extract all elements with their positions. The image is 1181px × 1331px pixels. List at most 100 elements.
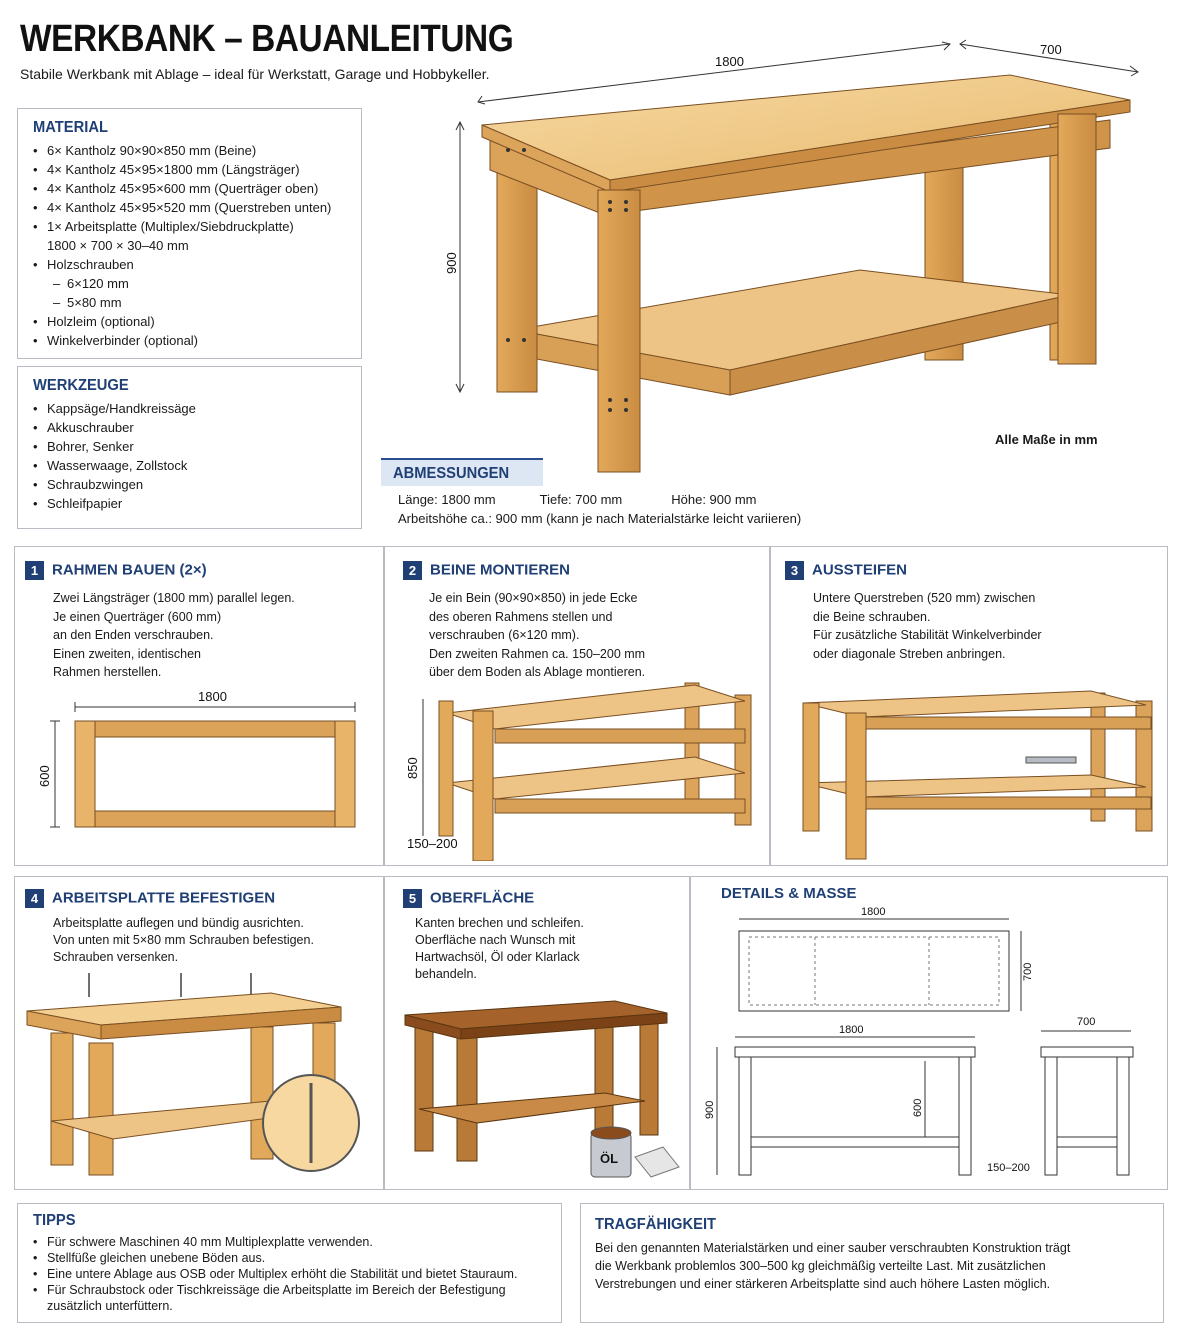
list-item: 1800 × 700 × 30–40 mm <box>47 238 189 253</box>
dim-height-text: Höhe: 900 mm <box>671 492 757 507</box>
detail-top-w: 1800 <box>861 906 885 918</box>
step2-dim-gap: 150–200 <box>407 836 458 851</box>
load-heading: TRAGFÄHIGKEIT <box>595 1216 717 1233</box>
step-line: über dem Boden als Ablage montieren. <box>429 665 646 679</box>
detail-front-inner: 600 <box>912 1099 924 1117</box>
legs-diagram: 850 150–200 <box>405 682 752 861</box>
step-title: OBERFLÄCHE <box>430 889 535 907</box>
tabletop-diagram <box>26 973 360 1176</box>
tools-panel: WERKZEUGE Kappsäge/Handkreissäge Akkusch… <box>17 366 362 529</box>
list-item: Winkelverbinder (optional) <box>33 331 361 350</box>
step-line: Arbeitsplatte auflegen und bündig ausric… <box>53 916 304 930</box>
tips-list: Für schwere Maschinen 40 mm Multiplexpla… <box>33 1234 561 1314</box>
step-line: die Beine schrauben. <box>813 609 931 624</box>
step-line: Hartwachsöl, Öl oder Klarlack <box>415 950 580 964</box>
frame-diagram: 1800 600 <box>37 689 356 828</box>
step-3-text: Untere Querstreben (520 mm) zwischen die… <box>813 589 1042 663</box>
step-line: Je ein Bein (90×90×850) in jede Ecke <box>429 591 638 605</box>
step-number-badge: 1 <box>25 561 44 580</box>
load-panel: TRAGFÄHIGKEIT Bei den genannten Material… <box>580 1203 1164 1323</box>
step-title: RAHMEN BAUEN (2×) <box>52 561 207 579</box>
tools-heading: WERKZEUGE <box>33 377 129 394</box>
step-line: Zwei Längsträger (1800 mm) parallel lege… <box>53 591 295 605</box>
tools-list: Kappsäge/Handkreissäge Akkuschrauber Boh… <box>33 399 361 513</box>
step-title: ARBEITSPLATTE BEFESTIGEN <box>52 889 276 907</box>
detail-front-w: 1800 <box>839 1024 863 1036</box>
detail-top-d: 700 <box>1022 963 1034 981</box>
list-item: Wasserwaage, Zollstock <box>33 456 361 475</box>
list-item: Stellfüße gleichen unebene Böden aus. <box>33 1250 561 1266</box>
dim-depth-text: Tiefe: 700 mm <box>539 492 623 507</box>
oiled-bench-diagram: ÖL <box>404 1000 680 1178</box>
step-4-heading: 4 ARBEITSPLATTE BEFESTIGEN <box>25 889 275 908</box>
step-line: Oberfläche nach Wunsch mit <box>415 933 576 947</box>
units-note: Alle Maße in mm <box>995 432 1098 447</box>
dim-height-label: 900 <box>444 252 459 274</box>
step-number-badge: 5 <box>403 889 422 908</box>
step-1-heading: 1 RAHMEN BAUEN (2×) <box>25 561 207 580</box>
list-item: Für Schraubstock oder Tischkreissäge die… <box>33 1282 561 1314</box>
step-line: verschrauben (6×120 mm). <box>429 628 580 642</box>
details-panel: DETAILS & MASSE 1800 700 1800 900 600 15… <box>690 876 1168 1190</box>
detail-side-w: 700 <box>1077 1016 1095 1028</box>
detail-front-h: 900 <box>704 1101 716 1119</box>
list-item: Schraubzwingen <box>33 475 361 494</box>
oil-can-label: ÖL <box>600 1151 618 1166</box>
step-number-badge: 2 <box>403 561 422 580</box>
list-item: 1× Arbeitsplatte (Multiplex/Siebdruckpla… <box>33 217 361 236</box>
step-number-badge: 3 <box>785 561 804 580</box>
list-item: 4× Kantholz 45×95×1800 mm (Längsträger) <box>33 160 361 179</box>
page-title: WERKBANK – BAUANLEITUNG <box>20 18 514 60</box>
step-line: Schrauben versenken. <box>53 950 179 964</box>
details-drawings: 1800 700 1800 900 600 150–200 700 <box>704 906 1134 1176</box>
material-heading: MATERIAL <box>33 119 108 136</box>
step-line: oder diagonale Streben anbringen. <box>813 646 1006 661</box>
step1-dim-w: 1800 <box>198 689 227 704</box>
step-line: Einen zweiten, identischen <box>53 646 202 661</box>
list-item: Bohrer, Senker <box>33 437 361 456</box>
step2-dim-h: 850 <box>405 757 420 779</box>
step-line: Kanten brechen und schleifen. <box>415 916 584 930</box>
list-item: Holzleim (optional) <box>33 312 361 331</box>
list-item: Kappsäge/Handkreissäge <box>33 399 361 418</box>
step-number-badge: 4 <box>25 889 44 908</box>
step-2-heading: 2 BEINE MONTIEREN <box>403 561 570 580</box>
list-item: 6× Kantholz 90×90×850 mm (Beine) <box>33 141 361 160</box>
step-line: Den zweiten Rahmen ca. 150–200 mm <box>429 646 646 661</box>
step-1-text: Zwei Längsträger (1800 mm) parallel lege… <box>53 589 295 682</box>
details-heading: DETAILS & MASSE <box>721 885 857 902</box>
step-2-text: Je ein Bein (90×90×850) in jede Ecke des… <box>429 589 645 682</box>
page-subtitle: Stabile Werkbank mit Ablage – ideal für … <box>20 66 490 82</box>
load-text: Bei den genannten Materialstärken und ei… <box>595 1241 1071 1291</box>
list-item: Schleifpapier <box>33 494 361 513</box>
dim-length-label: 1800 <box>715 54 744 69</box>
workbench-illustration: 1800 700 900 <box>444 39 1139 473</box>
step-2-panel: 2 BEINE MONTIEREN Je ein Bein (90×90×850)… <box>384 546 770 866</box>
dimension-lines <box>455 39 1139 394</box>
step1-dim-h: 600 <box>37 765 52 787</box>
dimensions-heading: ABMESSUNGEN <box>393 465 510 482</box>
material-panel: MATERIAL 6× Kantholz 90×90×850 mm (Beine… <box>17 108 362 359</box>
step-5-heading: 5 OBERFLÄCHE <box>403 889 534 908</box>
step-line: Untere Querstreben (520 mm) zwischen <box>813 591 1036 605</box>
oil-can-icon <box>590 1126 632 1178</box>
step-line: behandeln. <box>415 967 477 981</box>
list-item: 4× Kantholz 45×95×600 mm (Querträger obe… <box>33 179 361 198</box>
list-item: Akkuschrauber <box>33 418 361 437</box>
list-item: 5×80 mm <box>33 293 361 312</box>
tips-heading: TIPPS <box>33 1212 76 1229</box>
dimensions-block: Länge: 1800 mm Tiefe: 700 mm Höhe: 900 m… <box>398 490 801 528</box>
step-1-panel: 1 RAHMEN BAUEN (2×) Zwei Längsträger (180… <box>14 546 384 866</box>
list-item: Eine untere Ablage aus OSB oder Multiple… <box>33 1266 561 1282</box>
step-5-panel: 5 OBERFLÄCHE Kanten brechen und schleifen… <box>384 876 690 1190</box>
step-title: BEINE MONTIEREN <box>430 561 571 579</box>
list-item: 6×120 mm <box>33 274 361 293</box>
step-line: Rahmen herstellen. <box>53 665 162 679</box>
detail-front-gap: 150–200 <box>987 1162 1030 1174</box>
work-height-text: Arbeitshöhe ca.: 900 mm (kann je nach Ma… <box>398 511 802 526</box>
angle-bracket-icon <box>1025 756 1077 764</box>
step-4-panel: 4 ARBEITSPLATTE BEFESTIGEN Arbeitsplatte … <box>14 876 384 1190</box>
step-4-text: Arbeitsplatte auflegen und bündig ausric… <box>53 915 314 966</box>
